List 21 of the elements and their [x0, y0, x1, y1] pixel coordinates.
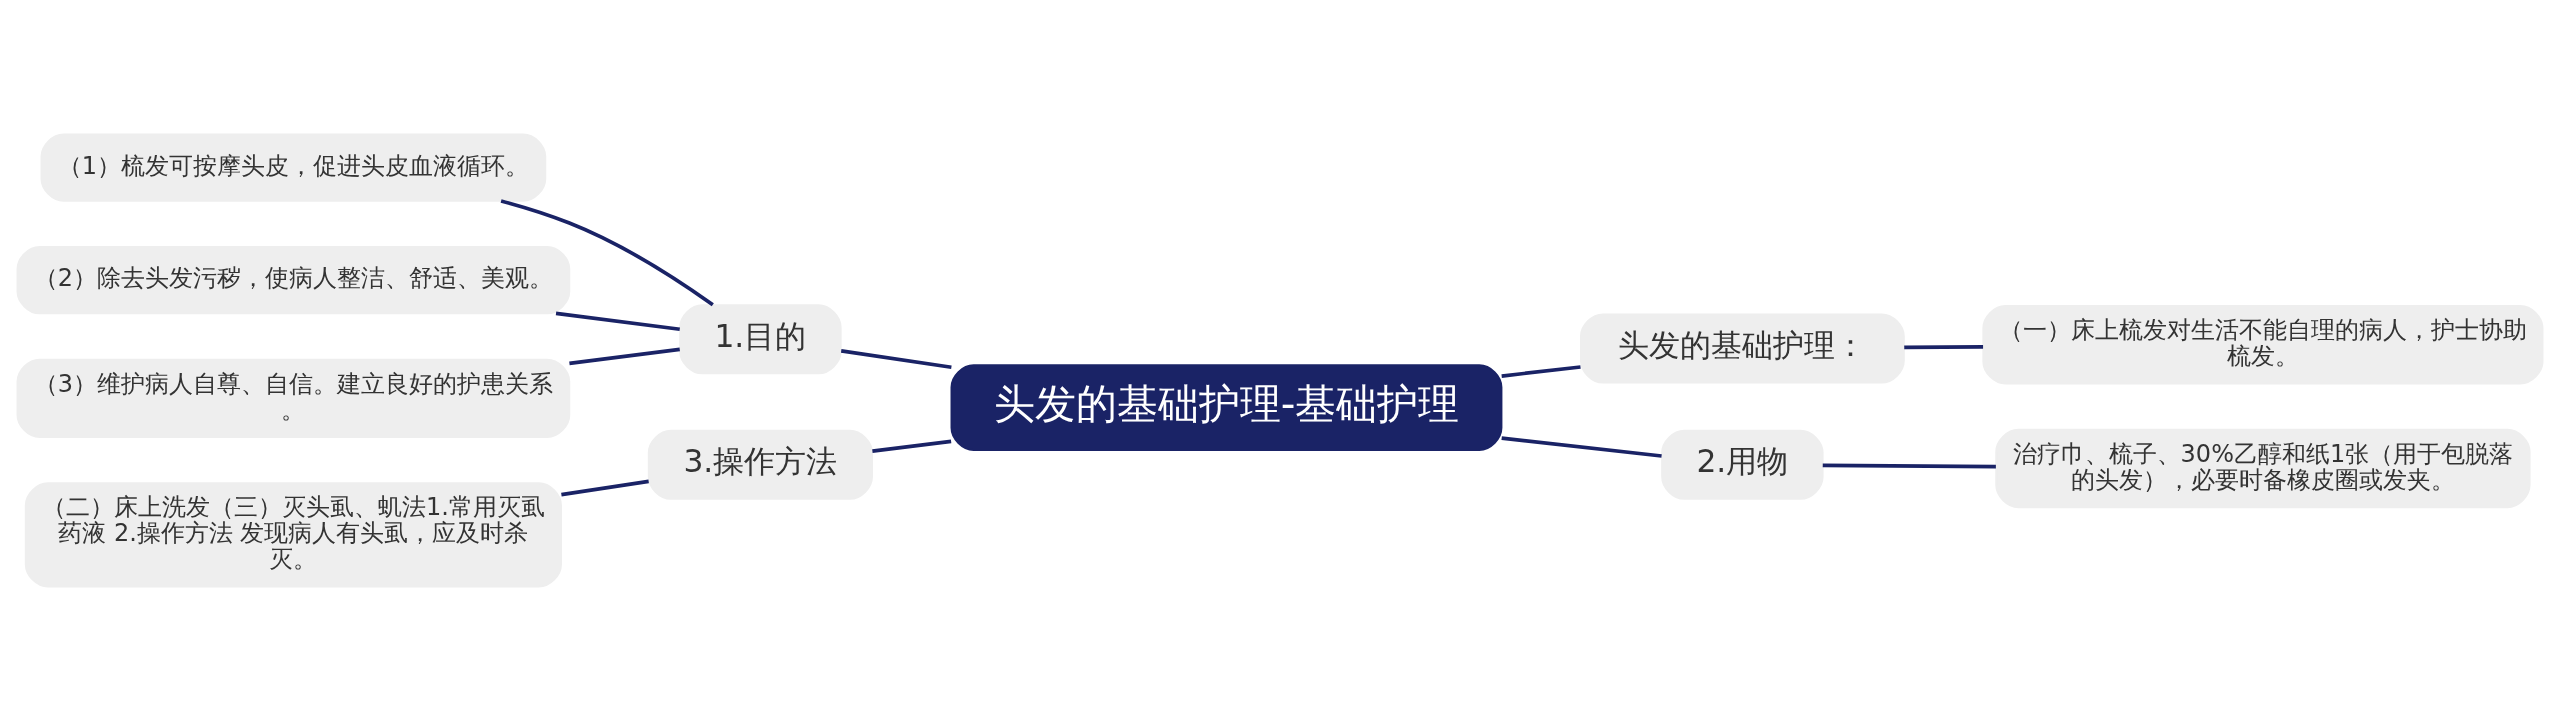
node-box: （一）床上梳发对生活不能自理的病人，护士协助梳发。 — [1982, 304, 2544, 384]
connector — [872, 439, 952, 453]
node-box: （二）床上洗发（三）灭头虱、虮法1.常用灭虱药液 2.操作方法 发现病人有头虱，应及时杀灭。 — [24, 481, 562, 588]
node-box: 2.用物 — [1661, 429, 1824, 500]
connector — [561, 479, 649, 496]
node-box: 3.操作方法 — [647, 429, 873, 500]
connector — [1904, 344, 1984, 349]
connector — [500, 198, 714, 306]
connector — [840, 348, 952, 369]
node-box: （1）梳发可按摩头皮，促进头皮血液循环。 — [40, 132, 547, 202]
node-box: 1.目的 — [679, 303, 842, 374]
connector — [555, 311, 680, 331]
connector — [1822, 463, 1996, 468]
node-box: 治疗巾、梳子、30%乙醇和纸1张（用于包脱落的头发），必要时备橡皮圈或发夹。 — [1995, 428, 2531, 508]
node-box: （3）维护病人自尊、自信。建立良好的护患关系。 — [16, 358, 571, 438]
node-box: 头发的基础护理： — [1579, 312, 1905, 384]
node-box: （2）除去头发污秽，使病人整洁、舒适、美观。 — [16, 245, 571, 314]
node-box: 头发的基础护理-基础护理 — [950, 363, 1503, 451]
connector — [569, 346, 680, 365]
connector — [1501, 435, 1662, 458]
connector — [1501, 364, 1581, 378]
